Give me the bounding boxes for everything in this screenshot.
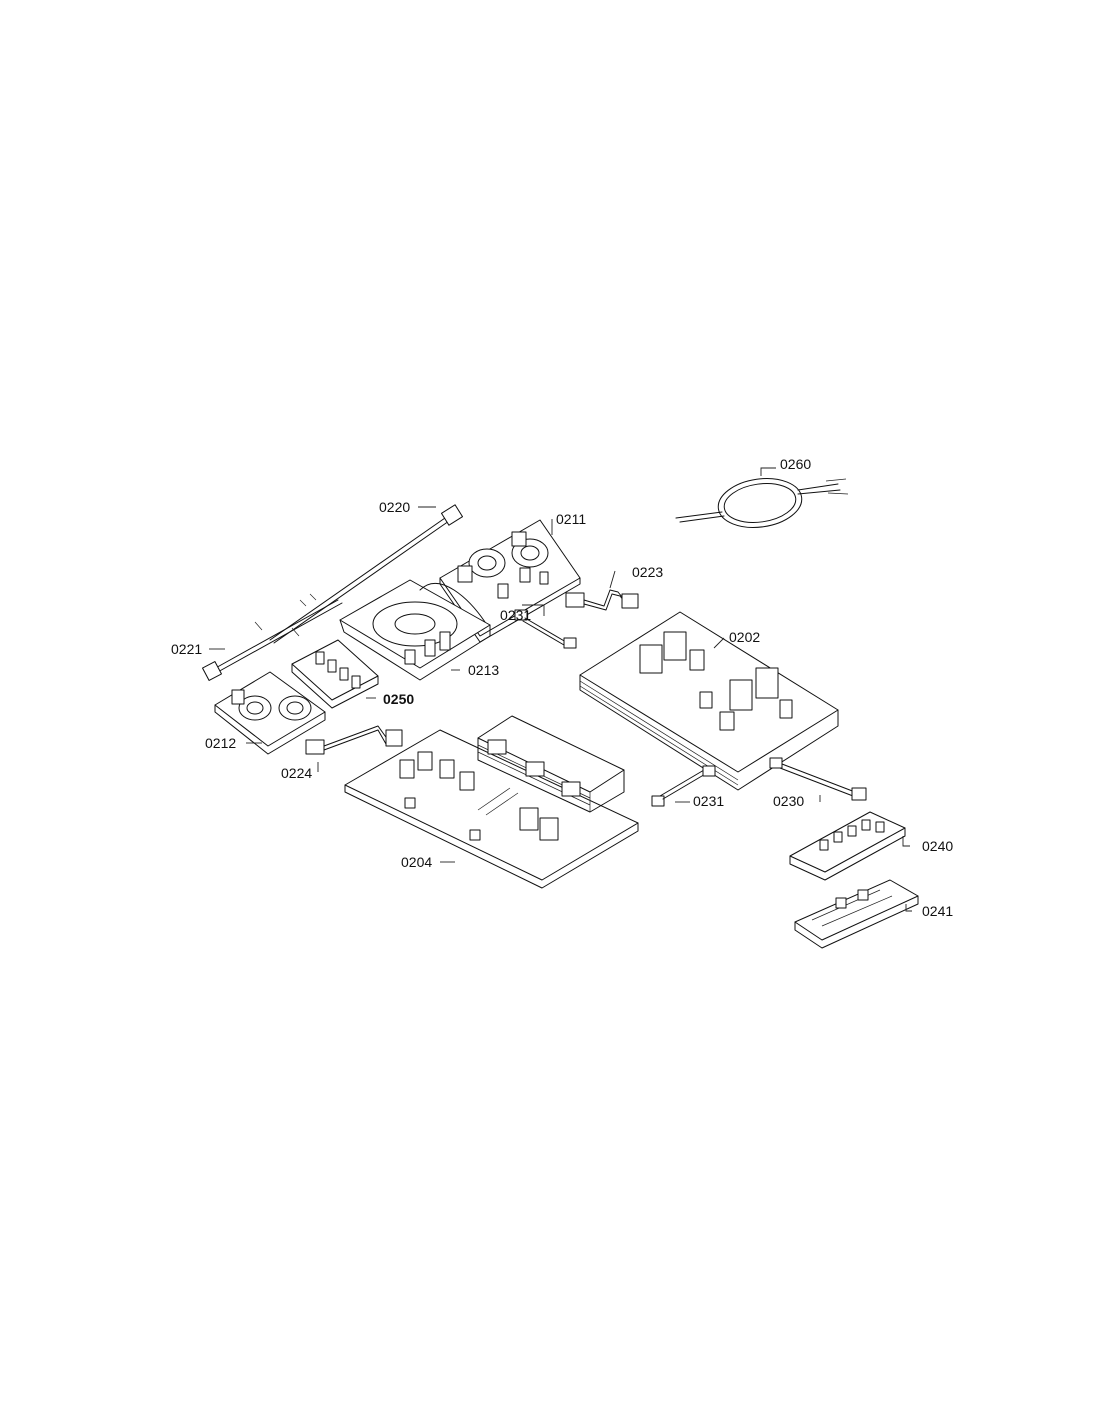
part-0241-touch-frame[interactable] (794, 879, 919, 949)
label-0221: 0221 (171, 641, 202, 657)
part-0221-cable[interactable] (202, 599, 343, 681)
part-0220-cable[interactable] (269, 504, 463, 644)
label-0231-bottom: 0231 (693, 793, 724, 809)
label-0202: 0202 (729, 629, 760, 645)
part-0202-power-board[interactable] (579, 611, 839, 791)
label-0260: 0260 (780, 456, 811, 472)
label-0240: 0240 (922, 838, 953, 854)
part-0231-cable-bottom[interactable] (651, 765, 716, 807)
label-0212: 0212 (205, 735, 236, 751)
label-0220: 0220 (379, 499, 410, 515)
label-0213: 0213 (468, 662, 499, 678)
label-0241: 0241 (922, 903, 953, 919)
label-0250: 0250 (383, 691, 414, 707)
label-0230: 0230 (773, 793, 804, 809)
label-0231-top: 0231 (500, 607, 531, 623)
label-0224: 0224 (281, 765, 312, 781)
part-0224-cable[interactable] (305, 725, 403, 755)
part-labels: 0260 0220 0211 0223 0231 0202 0221 0213 … (171, 456, 953, 919)
part-0230-cable[interactable] (769, 757, 867, 801)
part-0260-cable[interactable] (675, 473, 849, 532)
part-0211-filter-board[interactable] (439, 519, 581, 643)
part-0223-cable[interactable] (565, 589, 639, 611)
label-0204: 0204 (401, 854, 432, 870)
part-0240-control-board[interactable] (789, 811, 906, 881)
label-0223: 0223 (632, 564, 663, 580)
part-0212-filter-board[interactable] (214, 671, 326, 755)
label-0211: 0211 (556, 511, 586, 527)
part-0213-coil-plate[interactable] (339, 579, 491, 681)
part-0204-main-board[interactable] (344, 715, 639, 889)
leader-lines (209, 467, 912, 912)
part-0250-board[interactable] (291, 639, 379, 709)
part-0231-cable-top[interactable] (514, 609, 577, 649)
